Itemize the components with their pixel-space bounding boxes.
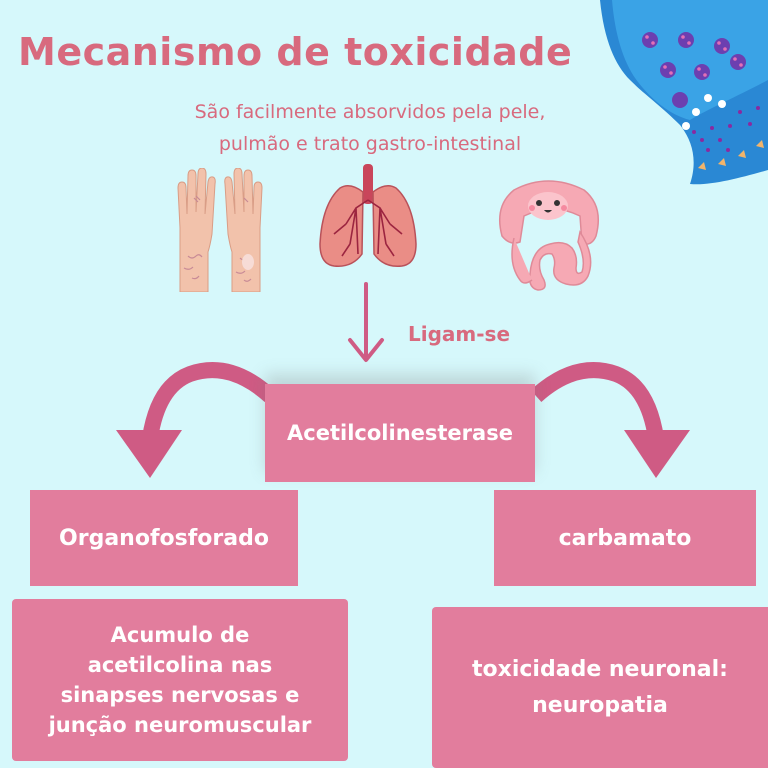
carbamato-box: carbamato (494, 490, 756, 586)
acumulo-line: junção neuromuscular (48, 713, 312, 737)
toxicidade-result-box: toxicidade neuronal: neuropatia (432, 607, 768, 768)
page-title: Mecanismo de toxicidade (18, 30, 573, 74)
down-arrow-icon (348, 282, 384, 362)
acumulo-line: acetilcolina nas (87, 653, 273, 677)
hands-icon (177, 168, 263, 292)
subtitle: São facilmente absorvidos pela pele, pul… (150, 96, 590, 160)
right-curved-arrow-icon (530, 362, 690, 478)
synapse-icon (600, 0, 768, 185)
subtitle-line-1: São facilmente absorvidos pela pele, (194, 101, 546, 123)
toxicidade-line: toxicidade neuronal: (472, 656, 728, 682)
toxicidade-line: neuropatia (532, 692, 668, 718)
acetilcolinesterase-box: Acetilcolinesterase (265, 384, 535, 482)
organofosforado-box: Organofosforado (30, 490, 298, 586)
lungs-icon (319, 164, 417, 267)
acumulo-line: sinapses nervosas e (60, 683, 300, 707)
arrow-label: Ligam-se (408, 322, 511, 346)
left-curved-arrow-icon (116, 362, 276, 478)
acumulo-result-box: Acumulo de acetilcolina nas sinapses ner… (12, 599, 348, 761)
intestine-icon (499, 180, 599, 291)
subtitle-line-2: pulmão e trato gastro-intestinal (218, 133, 522, 155)
acumulo-line: Acumulo de (110, 623, 250, 647)
